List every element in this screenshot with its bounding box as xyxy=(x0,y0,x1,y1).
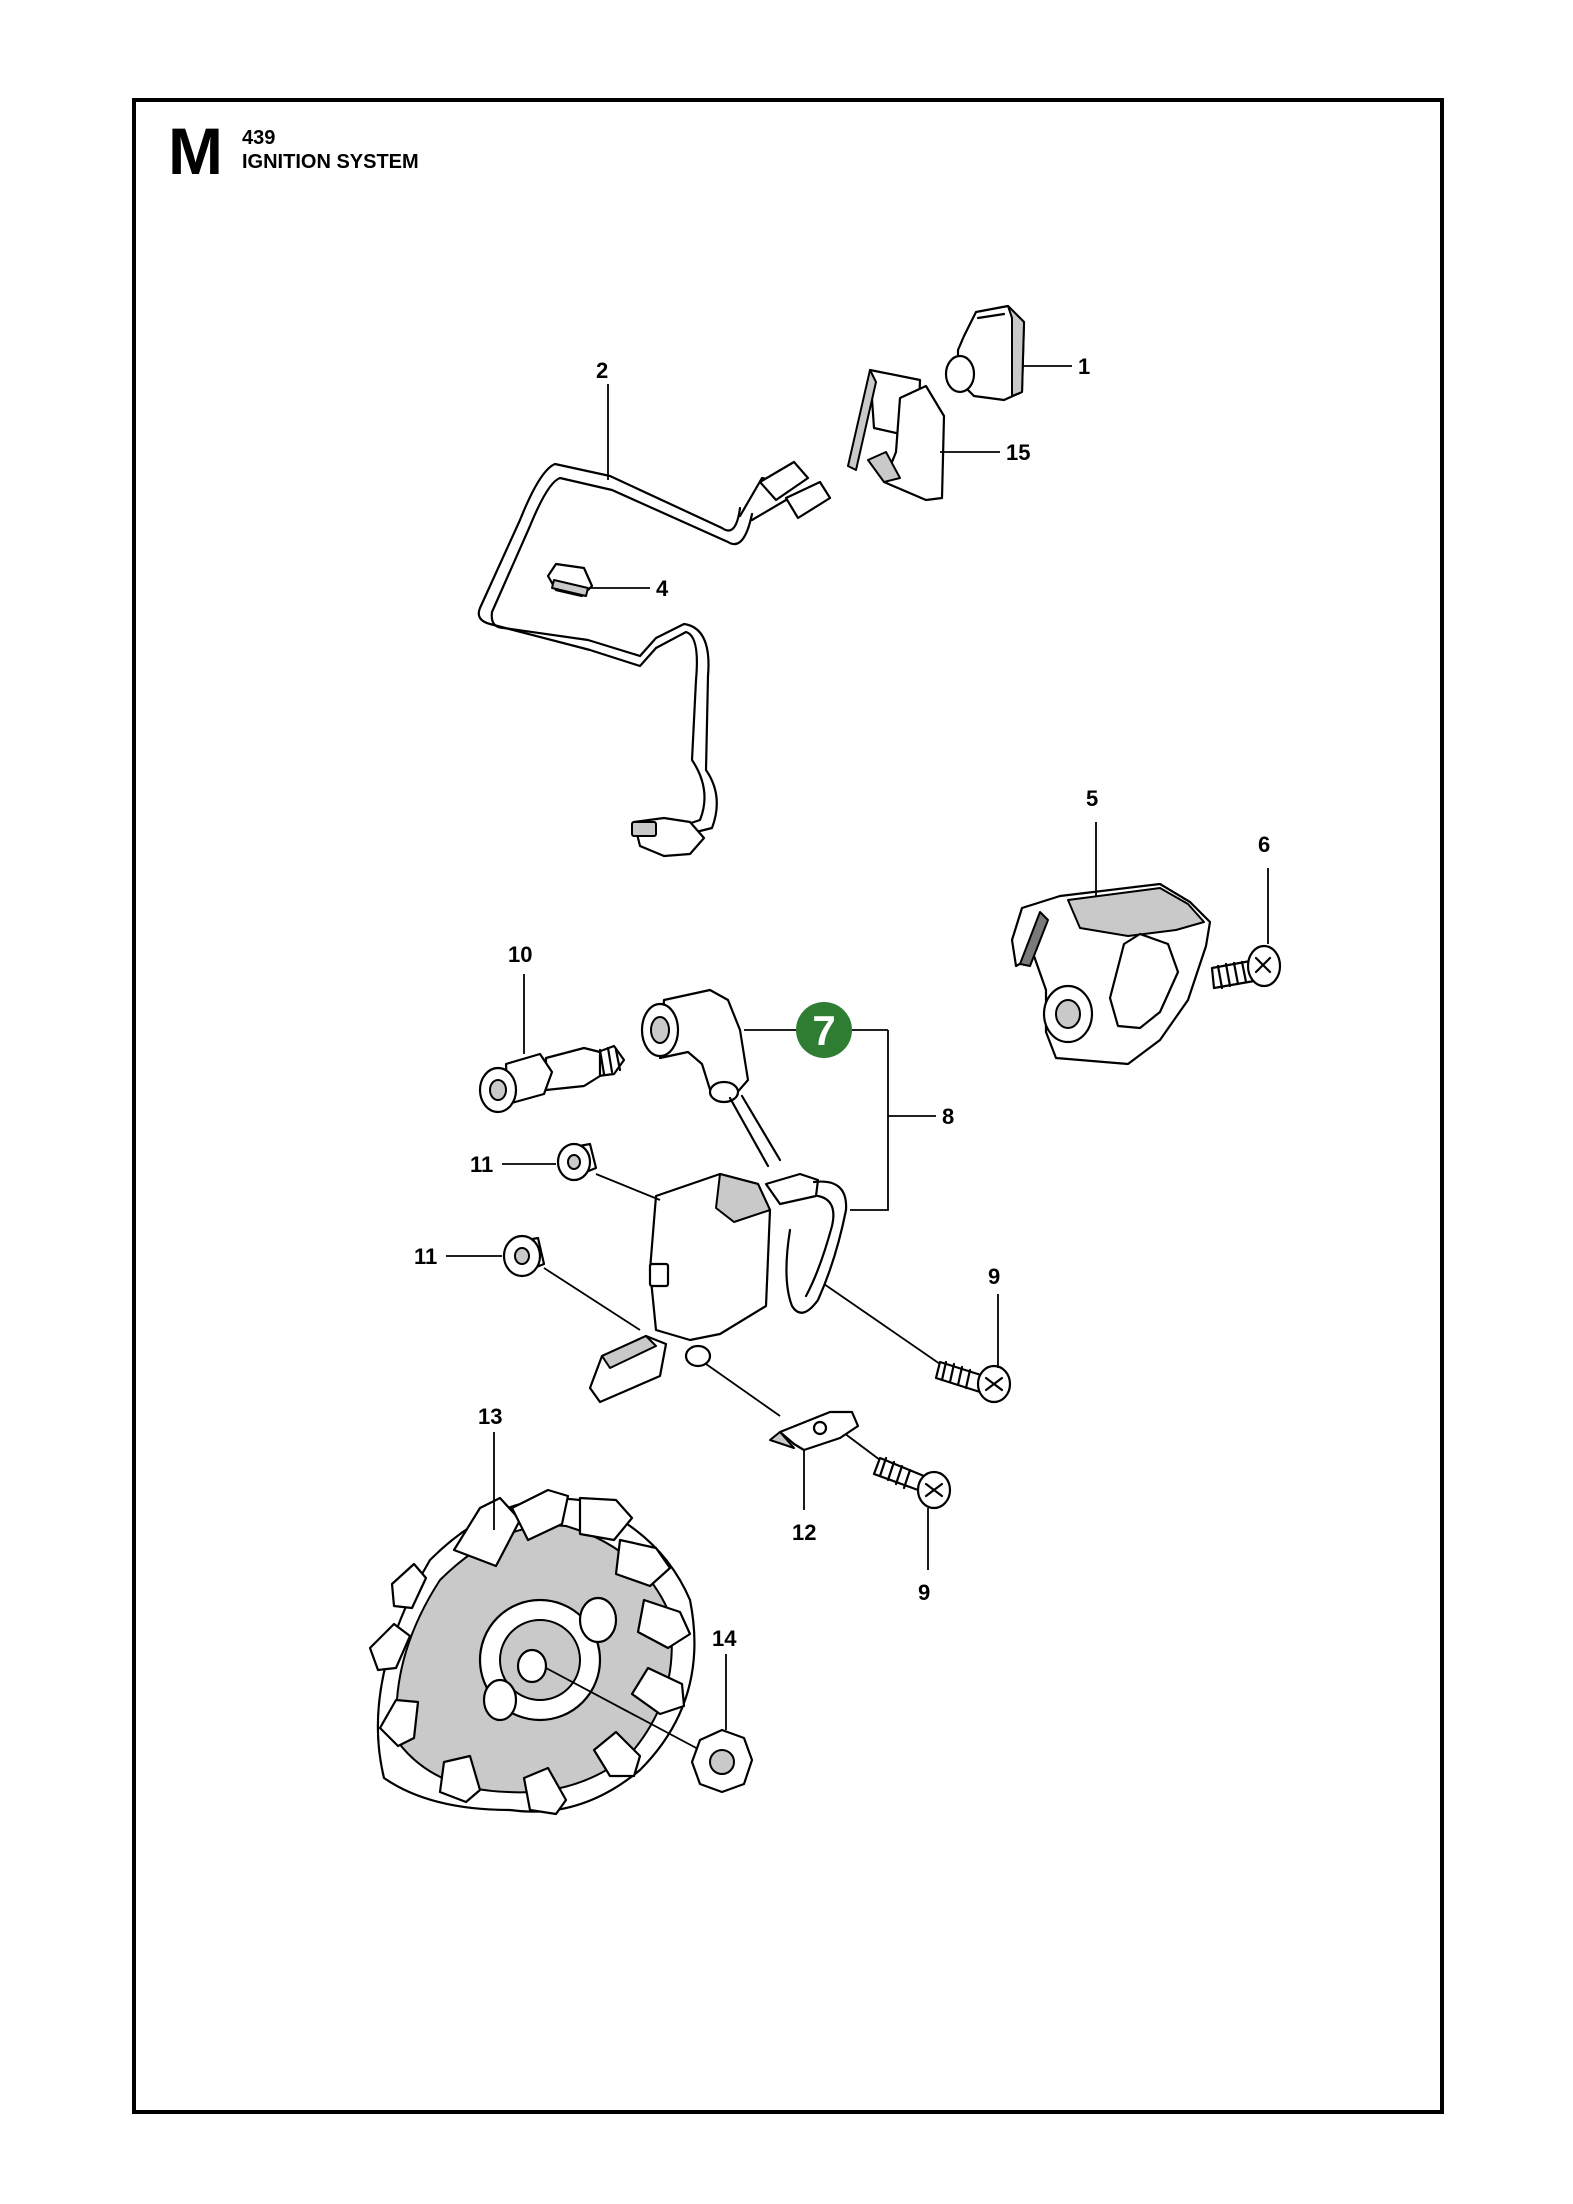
callout-11-lower: 11 xyxy=(414,1244,437,1269)
page-frame xyxy=(132,98,1444,2114)
part-13-flywheel[interactable] xyxy=(368,1488,696,1816)
part-6-screw[interactable] xyxy=(1210,944,1282,990)
part-8-ignition-module[interactable] xyxy=(588,1172,848,1404)
part-5-ignition-cover[interactable] xyxy=(1010,882,1212,1066)
callout-10: 10 xyxy=(508,942,532,967)
callout-8: 8 xyxy=(942,1104,954,1129)
part-11-spacer-upper[interactable] xyxy=(556,1142,598,1182)
section-title: IGNITION SYSTEM xyxy=(242,151,419,173)
part-7-spark-plug-boot[interactable] xyxy=(640,988,782,1168)
callout-9-upper: 9 xyxy=(988,1264,1000,1289)
callout-9-lower: 9 xyxy=(918,1580,930,1605)
callout-6: 6 xyxy=(1258,832,1270,857)
part-11-spacer-lower[interactable] xyxy=(502,1234,546,1278)
callout-1: 1 xyxy=(1078,354,1090,379)
part-12-ground-plate[interactable] xyxy=(769,1410,860,1452)
part-9-screw-lower[interactable] xyxy=(872,1456,952,1510)
part-15-switch-bracket[interactable] xyxy=(847,368,946,502)
part-10-spark-plug[interactable] xyxy=(478,1044,626,1114)
callout-14: 14 xyxy=(712,1626,737,1651)
part-1-stop-switch[interactable] xyxy=(944,304,1026,402)
callout-7: 7 xyxy=(812,1007,835,1054)
part-2-wire-harness[interactable] xyxy=(477,460,832,858)
part-4-cable-clip[interactable] xyxy=(546,562,594,598)
callout-12: 12 xyxy=(792,1520,816,1545)
callout-2: 2 xyxy=(596,358,608,383)
callout-13: 13 xyxy=(478,1404,502,1429)
callout-15: 15 xyxy=(1006,440,1030,465)
part-9-screw-upper[interactable] xyxy=(934,1360,1012,1404)
callout-4: 4 xyxy=(656,576,669,601)
model-number: 439 xyxy=(242,127,276,149)
section-letter: M xyxy=(168,114,223,188)
highlight-badge-7 xyxy=(796,1002,852,1058)
callout-5: 5 xyxy=(1086,786,1098,811)
part-14-flywheel-nut[interactable] xyxy=(545,1667,754,1794)
callout-11-upper: 11 xyxy=(470,1152,493,1177)
